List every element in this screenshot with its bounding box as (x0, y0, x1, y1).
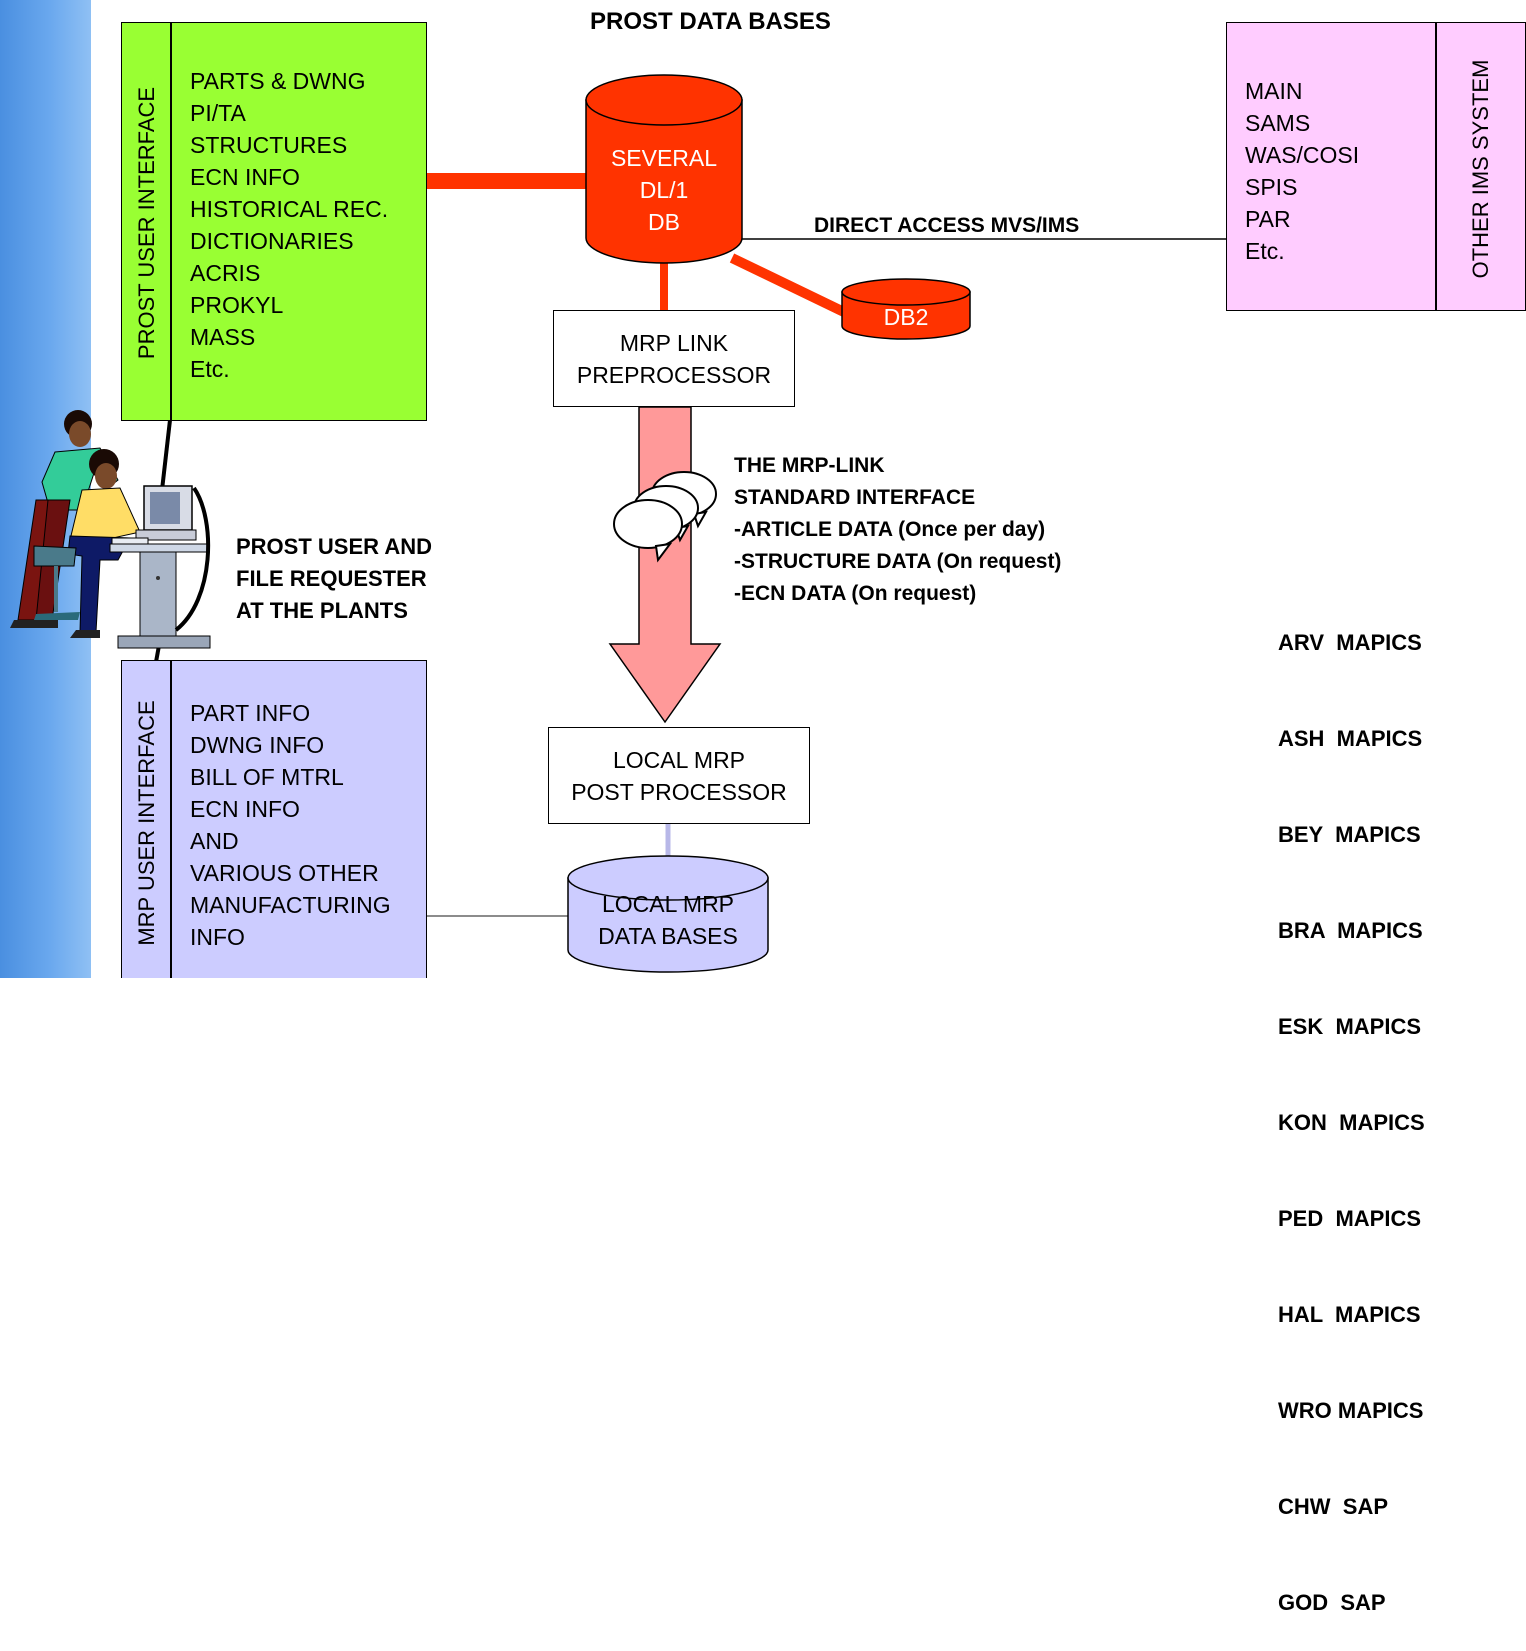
diagram-connectors (10, 74, 1226, 973)
plants-list: ARV MAPICS ASH MAPICS BEY MAPICS BRA MAP… (1278, 563, 1425, 1651)
list-item: VARIOUS OTHER (190, 860, 379, 886)
list-item: AND (190, 828, 239, 854)
db-label-line: DL/1 (639, 177, 689, 203)
plant-item: GOD SAP (1278, 1590, 1386, 1615)
list-item: PROKYL (190, 292, 284, 318)
interface-line: STANDARD INTERFACE (734, 486, 976, 509)
plant-item: WRO MAPICS (1278, 1398, 1424, 1423)
flow-arrow (608, 406, 722, 724)
plant-item: ASH MAPICS (1278, 726, 1423, 751)
user-label-line: AT THE PLANTS (236, 598, 408, 623)
plant-item: ESK MAPICS (1278, 1014, 1422, 1039)
plant-item: HAL MAPICS (1278, 1302, 1421, 1327)
prost-user-interface-box: PROST USER INTERFACE PARTS & DWNG PI/TA … (121, 22, 427, 421)
preprocessor-box: MRP LINK PREPROCESSOR (553, 310, 795, 407)
list-item: WAS/COSI (1245, 142, 1360, 168)
list-item: PI/TA (190, 100, 246, 126)
db2-cylinder (841, 278, 971, 340)
user-label-line: PROST USER AND (236, 534, 432, 559)
db-label-line: SEVERAL (610, 145, 718, 171)
postprocessor-line: LOCAL MRP (612, 747, 746, 773)
standard-interface-text: THE MRP-LINK STANDARD INTERFACE -ARTICLE… (734, 450, 1061, 610)
list-item: SPIS (1245, 174, 1298, 200)
list-item: MAIN (1245, 78, 1303, 104)
list-item: Etc. (190, 356, 230, 382)
plant-item: BEY MAPICS (1278, 822, 1421, 847)
interface-line: -STRUCTURE DATA (On request) (734, 550, 1062, 573)
dl1-db-cylinder (585, 74, 743, 264)
db-label-line: DB (648, 209, 680, 235)
preprocessor-line: MRP LINK (619, 330, 729, 356)
connector-prost-to-user (160, 419, 172, 491)
mrp-item-list: PART INFO DWNG INFO BILL OF MTRL ECN INF… (190, 697, 391, 953)
prost-item-list: PARTS & DWNG PI/TA STRUCTURES ECN INFO H… (190, 65, 388, 385)
interface-line: -ECN DATA (On request) (734, 582, 977, 605)
list-item: HISTORICAL REC. (190, 196, 389, 222)
list-item: MASS (190, 324, 256, 350)
local-db-cylinder (567, 855, 769, 973)
ims-item-list: MAIN SAMS WAS/COSI SPIS PAR Etc. (1245, 75, 1359, 267)
plant-item: CHW SAP (1278, 1494, 1388, 1519)
plant-item: KON MAPICS (1278, 1110, 1425, 1135)
local-db-label: LOCAL MRP DATA BASES (568, 888, 768, 952)
ims-system-box: OTHER IMS SYSTEM MAIN SAMS WAS/COSI SPIS… (1226, 22, 1526, 311)
list-item: INFO (190, 924, 245, 950)
mrp-user-interface-box: MRP USER INTERFACE PART INFO DWNG INFO B… (121, 660, 427, 978)
prost-side-label: PROST USER INTERFACE (134, 86, 159, 360)
list-item: ECN INFO (190, 796, 300, 822)
direct-access-label: DIRECT ACCESS MVS/IMS (814, 214, 1080, 237)
prost-user-label: PROST USER AND FILE REQUESTER AT THE PLA… (236, 531, 432, 627)
list-item: STRUCTURES (190, 132, 348, 158)
postprocessor-box: LOCAL MRP POST PROCESSOR (548, 727, 810, 824)
interface-line: THE MRP-LINK (734, 454, 885, 477)
db2-label: DB2 (883, 304, 929, 330)
connector-db-to-db2 (729, 253, 849, 318)
speech-bubbles-icon (613, 471, 717, 563)
list-item: PAR (1245, 206, 1291, 232)
list-item: MANUFACTURING (190, 892, 391, 918)
list-item: PARTS & DWNG (190, 68, 366, 94)
interface-line: -ARTICLE DATA (Once per day) (734, 518, 1046, 541)
list-item: DWNG INFO (190, 732, 325, 758)
postprocessor-line: POST PROCESSOR (571, 779, 787, 805)
preprocessor-line: PREPROCESSOR (576, 362, 772, 388)
plant-item: PED MAPICS (1278, 1206, 1422, 1231)
user-label-line: FILE REQUESTER (236, 566, 427, 591)
ims-box-divider (1435, 23, 1437, 310)
list-item: SAMS (1245, 110, 1311, 136)
list-item: Etc. (1245, 238, 1285, 264)
local-db-line: LOCAL MRP (601, 891, 735, 917)
list-item: BILL OF MTRL (190, 764, 344, 790)
person-at-computer-icon (10, 410, 211, 649)
plant-item: ARV MAPICS (1278, 630, 1422, 655)
list-item: DICTIONARIES (190, 228, 354, 254)
dl1-db-label: SEVERAL DL/1 DB (586, 142, 742, 238)
diagram-title: PROST DATA BASES (590, 8, 831, 35)
ims-side-label: OTHER IMS SYSTEM (1468, 59, 1493, 279)
list-item: ECN INFO (190, 164, 300, 190)
mrp-side-label: MRP USER INTERFACE (134, 700, 159, 946)
mrp-box-divider (170, 661, 172, 978)
plant-item: BRA MAPICS (1278, 918, 1423, 943)
local-db-line: DATA BASES (598, 923, 738, 949)
prost-box-divider (170, 23, 172, 420)
list-item: PART INFO (190, 700, 311, 726)
list-item: ACRIS (190, 260, 261, 286)
